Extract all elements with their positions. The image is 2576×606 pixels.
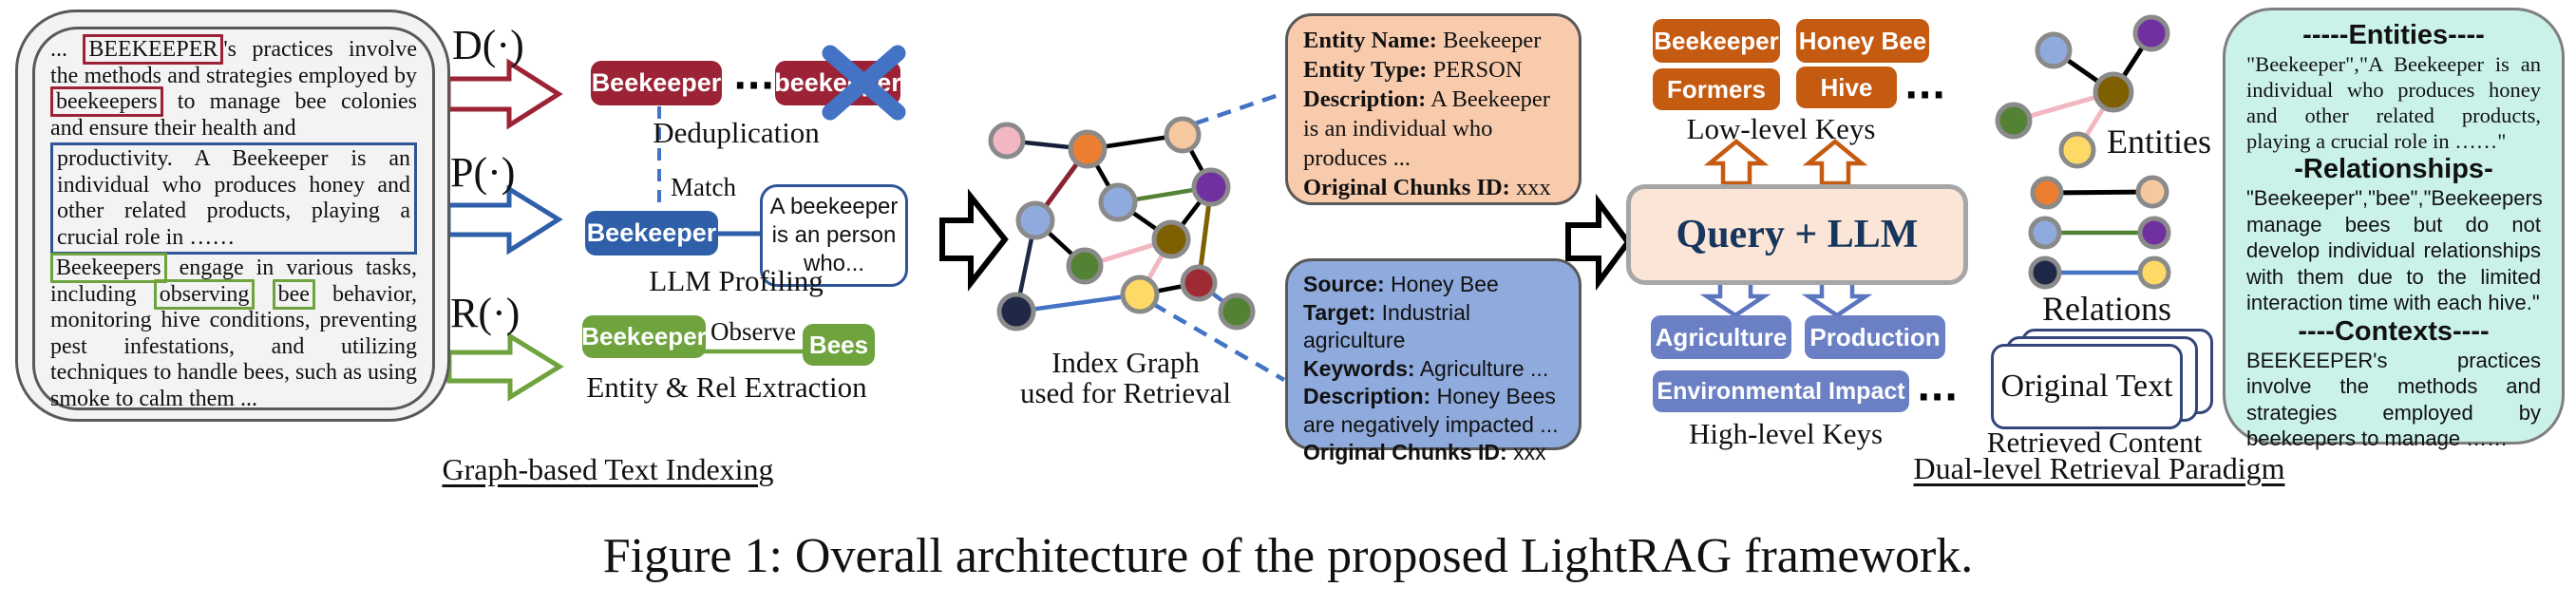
dedup-ellipsis: ··· xyxy=(733,65,775,106)
entity-highlight-green: observing xyxy=(153,278,256,310)
profile-entity-pill: Beekeeper xyxy=(585,211,718,256)
entity-highlight-red: beekeepers xyxy=(50,86,163,117)
relation-keywords-value: Agriculture ... xyxy=(1414,355,1549,381)
low-level-key-pill: Formers xyxy=(1653,68,1780,110)
graph-based-text-indexing-label: Graph-based Text Indexing xyxy=(442,452,774,486)
low-level-key-pill: Honey Bee xyxy=(1796,19,1929,63)
relation-keywords-label: Keywords: xyxy=(1303,355,1415,381)
low-level-key-pill: Beekeeper xyxy=(1653,19,1780,63)
llm-profiling-label: LLM Profiling xyxy=(649,264,824,297)
entity-type-value: PERSON xyxy=(1427,57,1523,83)
doc-text-gap xyxy=(255,282,272,307)
relation-card-row: Description: Honey Bees are negatively i… xyxy=(1303,383,1563,439)
index-graph-label-line1: Index Graph xyxy=(1051,346,1200,379)
high-level-key-pill: Production xyxy=(1805,315,1945,359)
result-relationships-header: -Relationships- xyxy=(2294,154,2493,184)
profile-operator-label: P(·) xyxy=(450,149,516,196)
profile-highlight-blue: productivity. A Beekeeper is an individu… xyxy=(50,142,417,255)
high-level-ellipsis: ··· xyxy=(1917,376,1959,418)
match-label: Match xyxy=(671,173,736,201)
entity-card-row: Original Chunks ID: xxx xyxy=(1303,173,1563,202)
relation-description-label: Description: xyxy=(1303,384,1431,408)
relation-description-value: Honey Bees are negatively impacted ... xyxy=(1303,384,1559,437)
source-document-inner: ... BEEKEEPER's practices involve the me… xyxy=(32,27,435,412)
high-level-key-pill: Environmental Impact xyxy=(1653,370,1909,412)
entity-description-value: A Beekeeper is an individual who produce… xyxy=(1303,86,1550,171)
result-entities-body: "Beekeeper","A Beekeeper is an individua… xyxy=(2246,52,2541,153)
deduplication-label: Deduplication xyxy=(653,116,820,149)
low-level-ellipsis: ··· xyxy=(1904,74,1946,116)
result-relationships-body: "Beekeeper","bee","Beekeepers manage bee… xyxy=(2246,186,2543,314)
doc-text-mid: 's practices involve the methods and str… xyxy=(50,37,417,88)
observe-edge-label: Observe xyxy=(710,317,796,346)
entity-description-label: Description: xyxy=(1303,86,1427,112)
relation-card-row: Target: Industrial agriculture xyxy=(1303,299,1563,355)
profile-callout: A beekeeper is an person who... xyxy=(760,184,908,287)
figure-caption: Figure 1: Overall architecture of the pr… xyxy=(602,529,1974,583)
source-document-text: ... BEEKEEPER's practices involve the me… xyxy=(50,34,417,412)
extract-target-pill: Bees xyxy=(803,324,875,366)
entity-card-row: Entity Type: PERSON xyxy=(1303,55,1563,85)
entity-name-value: Beekeeper xyxy=(1436,28,1542,53)
query-llm-box: Query + LLM xyxy=(1626,184,1968,285)
relations-label: Relations xyxy=(2042,290,2171,328)
relation-target-label: Target: xyxy=(1303,299,1376,325)
entity-chunks-value: xxx xyxy=(1509,175,1551,200)
low-level-keys-label: Low-level Keys xyxy=(1686,112,1876,145)
low-level-key-pill: Hive xyxy=(1796,66,1897,108)
entity-name-label: Entity Name: xyxy=(1303,28,1437,53)
entities-label: Entities xyxy=(2107,123,2211,161)
extract-source-pill: Beekeeper xyxy=(581,315,707,358)
entity-card: Entity Name: Beekeeper Entity Type: PERS… xyxy=(1285,13,1582,205)
relation-chunks-label: Original Chunks ID: xyxy=(1303,440,1507,464)
entity-card-row: Entity Name: Beekeeper xyxy=(1303,26,1563,55)
entity-highlight-red: BEEKEEPER xyxy=(83,34,224,65)
entity-highlight-green: bee xyxy=(272,278,315,310)
high-level-keys-label: High-level Keys xyxy=(1688,417,1884,450)
entity-chunks-label: Original Chunks ID: xyxy=(1303,175,1510,200)
result-panel: -----Entities---- "Beekeeper","A Beekeep… xyxy=(2223,8,2565,450)
relation-target-value: Industrial agriculture xyxy=(1303,299,1470,353)
relation-chunks-value: xxx xyxy=(1506,440,1546,464)
entity-type-label: Entity Type: xyxy=(1303,57,1428,83)
dual-level-retrieval-paradigm-label: Dual-level Retrieval Paradigm xyxy=(1913,451,2285,485)
entity-card-row: Description: A Beekeeper is an individua… xyxy=(1303,85,1563,173)
result-entities-header: -----Entities---- xyxy=(2302,20,2485,50)
extract-operator-label: R(·) xyxy=(450,290,521,336)
result-contexts-body: BEEKEEPER's practices involve the method… xyxy=(2246,348,2541,451)
relation-source-value: Honey Bee xyxy=(1384,272,1499,296)
doc-text-pre: ... xyxy=(50,37,84,62)
relation-card-row: Keywords: Agriculture ... xyxy=(1303,355,1563,384)
dedup-entity-pill: Beekeeper xyxy=(591,61,722,105)
relation-card: Source: Honey Bee Target: Industrial agr… xyxy=(1285,258,1582,464)
high-level-key-pill: Agriculture xyxy=(1651,315,1791,359)
retrieved-content-label: Retrieved Content xyxy=(1986,426,2203,459)
duplicate-cross-icon xyxy=(822,45,906,121)
entity-highlight-green: Beekeepers xyxy=(50,253,167,283)
doc-text-mid: behavior, monitoring hive conditions, pr… xyxy=(50,281,417,411)
relation-source-label: Source: xyxy=(1303,272,1385,296)
source-document-panel: ... BEEKEEPER's practices involve the me… xyxy=(15,9,450,422)
result-contexts-header: ----Contexts---- xyxy=(2298,315,2490,347)
entity-rel-extraction-label: Entity & Rel Extraction xyxy=(586,370,867,404)
doc-text-mid: to manage bee colonies and ensure their … xyxy=(50,89,417,141)
dedup-operator-label: D(·) xyxy=(452,22,524,68)
relation-card-row: Source: Honey Bee xyxy=(1303,271,1563,299)
doc-text-mid: engage in various tasks, including xyxy=(50,256,417,307)
original-text-card: Original Text xyxy=(1991,344,2183,429)
index-graph-label-line2: used for Retrieval xyxy=(1019,376,1232,409)
relation-card-row: Original Chunks ID: xxx xyxy=(1303,439,1563,467)
